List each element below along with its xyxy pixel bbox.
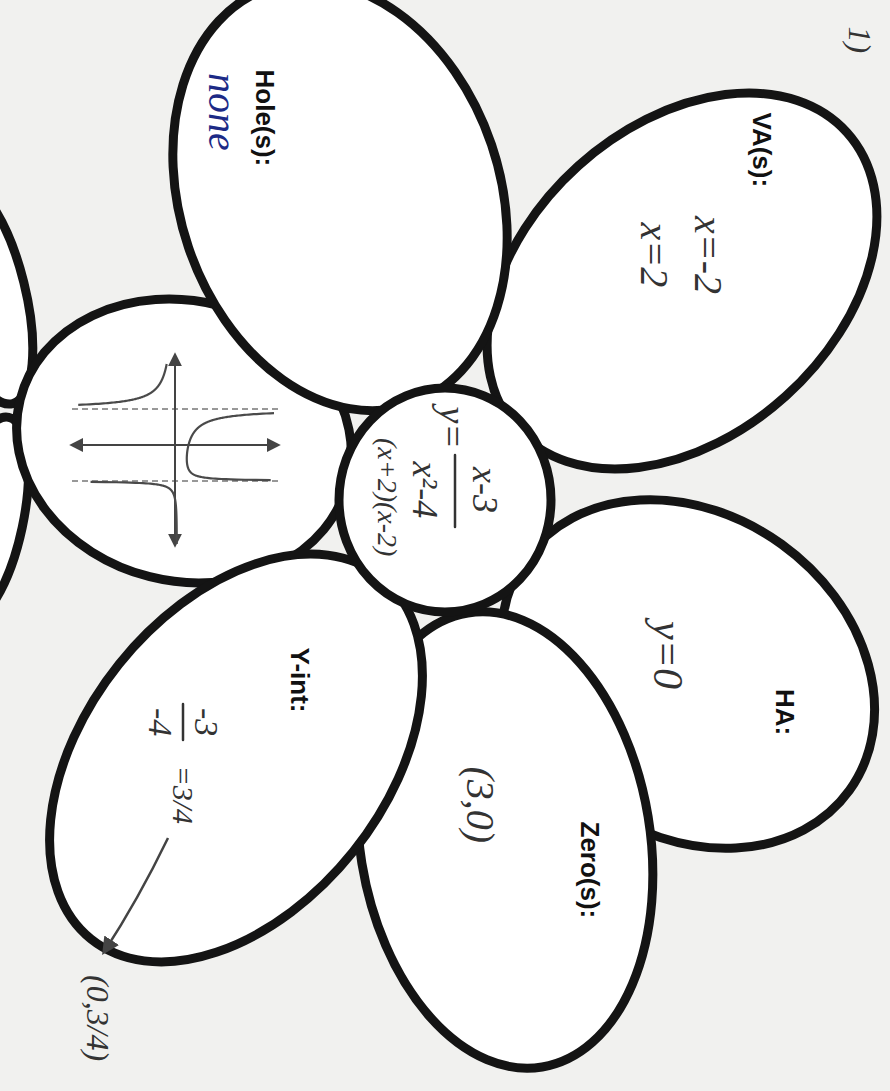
handwritten-answer: x=-2 [688, 214, 728, 296]
petal-heading: Hole(s): [252, 68, 278, 169]
holes-petal: Hole(s): none [165, 0, 516, 419]
handwritten-answer: none [202, 71, 242, 153]
equation-circle: y= x-3 x²-4(x+2)(x-2) [331, 380, 559, 620]
fraction-bar [454, 455, 457, 527]
va-petal: VA(s): x=-2 x=2 [479, 85, 885, 477]
petal-heading: Y-int: [287, 646, 313, 715]
petal-outline [165, 0, 516, 419]
petal-outline [42, 546, 431, 970]
equation-denominator: x²-4 [407, 460, 443, 521]
factored-denominator: (x+2)(x-2) [373, 436, 401, 558]
y-axis [72, 444, 278, 446]
petal-heading: Zero(s): [577, 820, 603, 921]
petal-heading: HA: [772, 687, 798, 737]
petal-outline [479, 85, 885, 477]
function-branch [187, 413, 274, 480]
y-int-petal: Y-int: -3 -4 =3/4 [42, 546, 431, 970]
petal-shape [339, 388, 551, 612]
fraction-numerator: -3 [189, 706, 223, 738]
equation-lhs: y= [434, 405, 472, 452]
equation-numerator: x-3 [467, 465, 503, 515]
handwritten-answer: y=0 [647, 619, 689, 691]
petal-heading: VA(s): [749, 111, 775, 190]
handwritten-answer: =3/4 [168, 764, 198, 827]
fraction-denominator: -4 [143, 706, 177, 738]
function-branch [91, 482, 177, 544]
function-branch [78, 364, 166, 405]
function-curves [78, 364, 274, 544]
fraction-bar [182, 704, 185, 740]
graph-sketch [70, 355, 278, 545]
handwritten-answer: (3,0) [460, 765, 500, 846]
problem-number: 1) [844, 25, 876, 56]
answer-arrow [104, 838, 168, 952]
handwritten-answer: x=2 [634, 221, 674, 290]
handwritten-point: (0,3/4) [82, 973, 114, 1063]
petal-shape [118, 0, 562, 456]
